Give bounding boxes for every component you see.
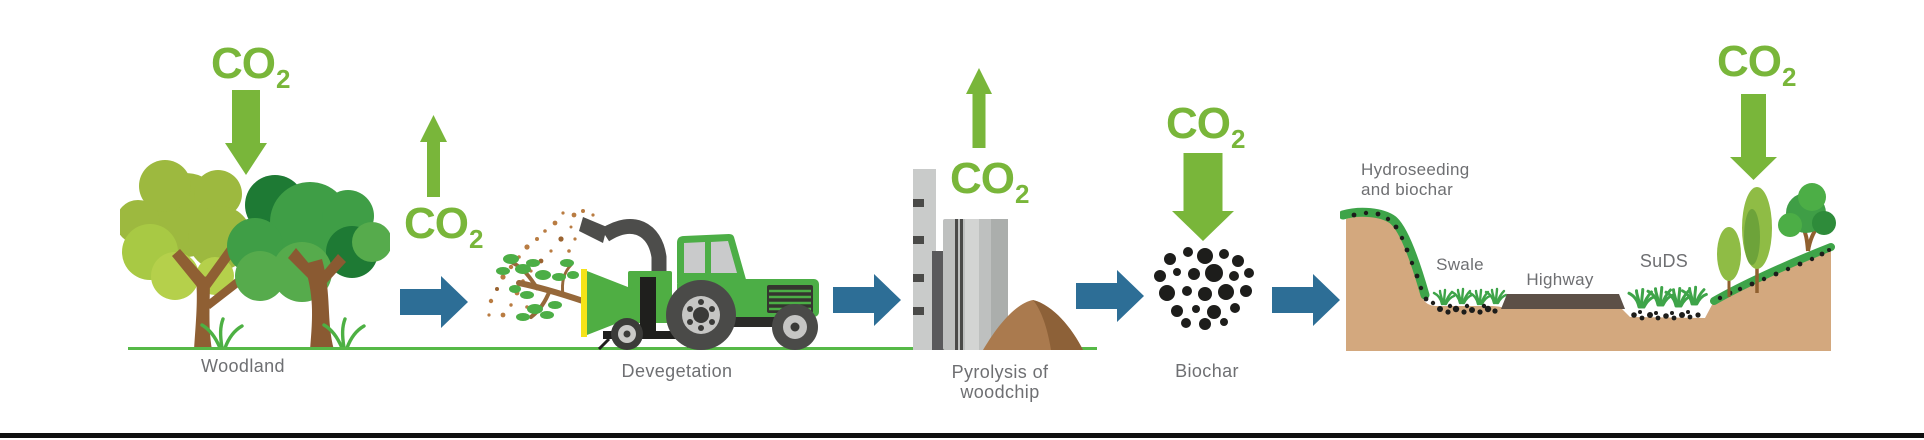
co2-label-devegetation: CO2: [404, 199, 484, 254]
restored-landscape-illustration: [1340, 183, 1836, 351]
co2-label-pyrolysis: CO2: [950, 154, 1030, 209]
co2-down-arrow-icon: [1172, 153, 1234, 241]
hydroseeded-slope-grass: [1340, 207, 1430, 300]
suds-vegetation: [1627, 285, 1708, 321]
label-hydroseeding-line2: and biochar: [1361, 180, 1454, 199]
tractor: [666, 234, 819, 350]
label-hydroseeding-line1: Hydroseeding: [1361, 160, 1470, 179]
flow-arrow-right-1: [400, 276, 468, 328]
co2-subscript: 2: [1782, 62, 1797, 92]
grass-tufts: [200, 317, 366, 350]
co2-formula: CO: [1166, 99, 1231, 148]
label-hydroseeding: Hydroseeding and biochar: [1361, 160, 1470, 200]
co2-up-arrow-icon: [420, 115, 447, 197]
co2-label-landscape: CO2: [1717, 37, 1797, 92]
ground-line: [128, 347, 1097, 350]
co2-down-arrow-icon: [1730, 94, 1777, 180]
stage-label-pyrolysis: Pyrolysis of woodchip: [940, 362, 1060, 402]
co2-subscript: 2: [276, 64, 291, 94]
co2-subscript: 2: [469, 224, 484, 254]
biochar-pieces-illustration: [1154, 247, 1254, 330]
co2-formula: CO: [211, 39, 276, 88]
highway-surface: [1501, 294, 1625, 309]
co2-label-biochar: CO2: [1166, 99, 1246, 154]
label-suds: SuDS: [1639, 251, 1689, 271]
swale-vegetation: [1432, 287, 1508, 315]
stage-label-woodland: Woodland: [201, 356, 285, 376]
flow-arrow-right-4: [1272, 274, 1340, 326]
branch: [496, 254, 586, 321]
co2-up-arrow-icon: [966, 68, 992, 148]
co2-formula: CO: [1717, 37, 1782, 86]
co2-label-woodland: CO2: [211, 39, 291, 94]
wood-chipper: [579, 217, 719, 350]
co2-formula: CO: [950, 154, 1015, 203]
replanted-trees: [1717, 183, 1836, 297]
slope-biochar-dots: [1351, 210, 1436, 306]
label-swale: Swale: [1436, 255, 1484, 274]
stage-label-devegetation: Devegetation: [621, 361, 733, 381]
stage-label-biochar: Biochar: [1175, 361, 1239, 381]
stage-label-pyrolysis-line2: woodchip: [960, 382, 1040, 402]
pyrolysis-plant-illustration: [913, 169, 1083, 350]
label-highway: Highway: [1526, 270, 1594, 289]
stage-label-pyrolysis-line1: Pyrolysis of: [951, 362, 1049, 382]
co2-subscript: 2: [1015, 179, 1030, 209]
co2-subscript: 2: [1231, 124, 1246, 154]
woodchip-spray: [487, 209, 595, 318]
bottom-divider-rule: [0, 433, 1924, 438]
soil-cross-section: [1346, 216, 1831, 351]
co2-down-arrow-icon: [225, 90, 267, 175]
right-slope-grass: [1710, 243, 1835, 305]
flow-arrow-right-2: [833, 274, 901, 326]
left-tree: [120, 160, 252, 350]
wood-chipper-tractor-illustration: [487, 209, 819, 350]
woodland-trees-illustration: [120, 160, 390, 350]
flow-arrow-right-3: [1076, 270, 1144, 322]
right-tree: [227, 175, 390, 350]
co2-formula: CO: [404, 199, 469, 248]
